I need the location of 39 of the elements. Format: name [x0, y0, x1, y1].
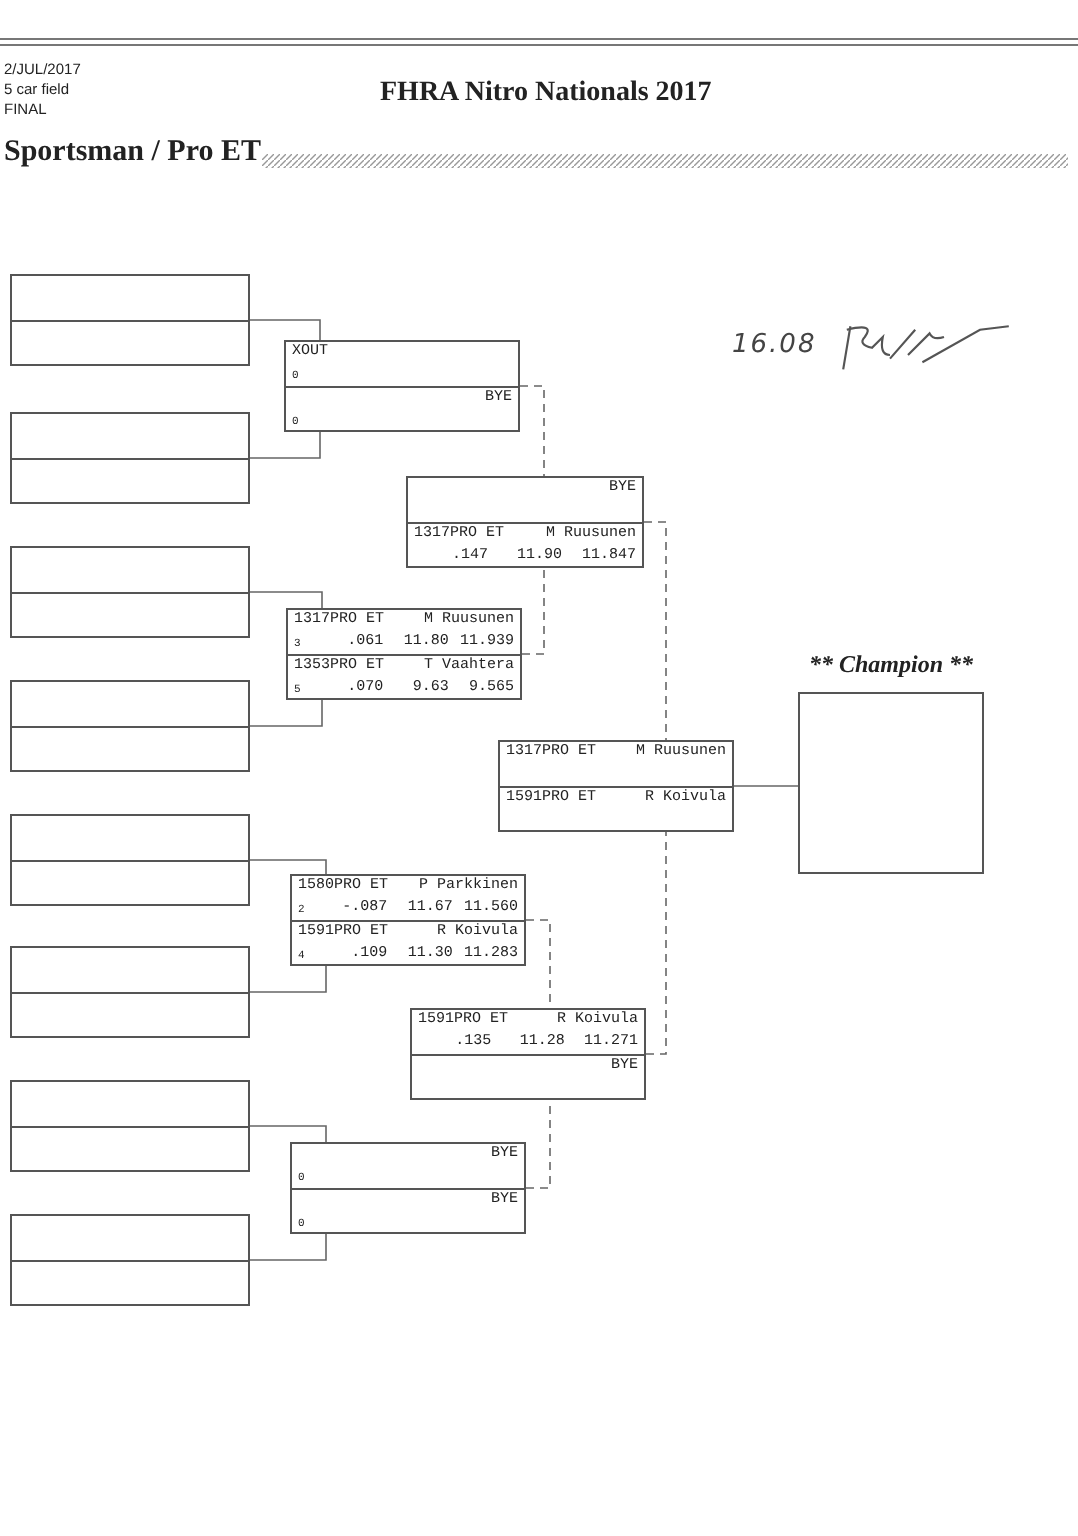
champion-heading: ** Champion **	[808, 648, 974, 680]
match-box	[290, 1142, 526, 1234]
bracket-line	[643, 521, 667, 741]
entry-box	[10, 1080, 250, 1172]
lane-row	[408, 478, 642, 524]
bracket-line	[521, 567, 545, 655]
match-box	[290, 874, 526, 966]
page-title: FHRA Nitro Nationals 2017	[380, 76, 712, 112]
bracket-line	[645, 831, 667, 1055]
match-box	[286, 608, 522, 700]
entry-box	[10, 274, 250, 366]
lane-row	[292, 876, 524, 922]
lane-row	[412, 1010, 644, 1056]
match-box	[284, 340, 520, 432]
bracket-line	[519, 385, 545, 477]
bracket-line	[249, 319, 321, 341]
bracket-line	[249, 859, 327, 875]
bracket-line	[249, 699, 323, 727]
bracket-line	[249, 431, 321, 459]
lane-row	[292, 1144, 524, 1190]
bracket-line	[249, 965, 327, 993]
entry-box	[10, 1214, 250, 1306]
bracket-line	[249, 1233, 327, 1261]
match-box	[406, 476, 644, 568]
handwritten-date: 16.08	[732, 328, 817, 364]
entry-box	[10, 412, 250, 504]
entry-box	[10, 814, 250, 906]
entry-box	[10, 680, 250, 772]
lane-row	[288, 610, 520, 656]
bracket-line	[249, 1125, 327, 1143]
bracket-line	[249, 591, 323, 609]
entry-box	[10, 546, 250, 638]
lane-row	[500, 742, 732, 788]
section-heading: Sportsman / Pro ET	[4, 138, 261, 168]
bracket-line	[733, 785, 799, 787]
lane-row	[286, 342, 518, 388]
match-box	[410, 1008, 646, 1100]
entry-box	[10, 946, 250, 1038]
match-box	[498, 740, 734, 832]
